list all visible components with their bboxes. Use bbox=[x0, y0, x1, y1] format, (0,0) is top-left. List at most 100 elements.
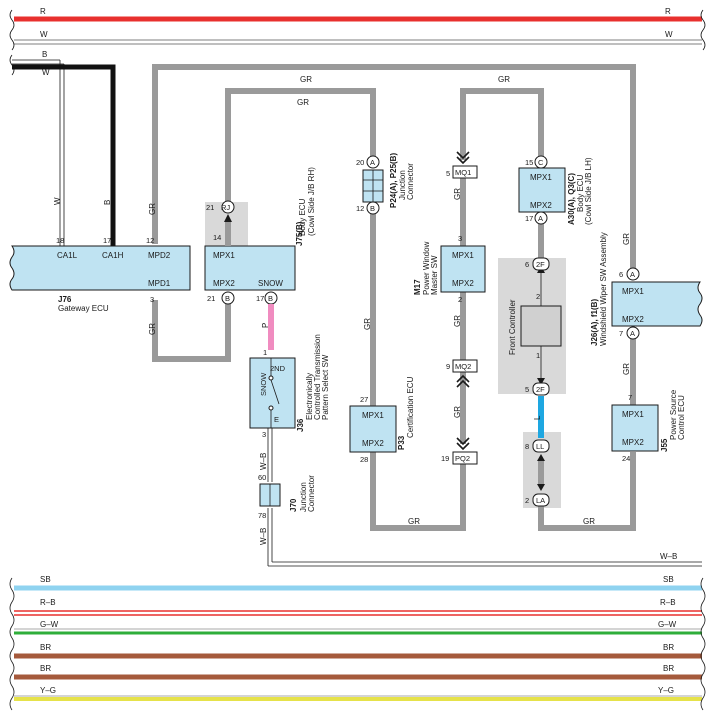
svg-text:GR: GR bbox=[453, 188, 462, 200]
svg-text:J75(B): J75(B) bbox=[295, 221, 304, 246]
svg-text:6: 6 bbox=[525, 260, 529, 269]
svg-text:J36: J36 bbox=[296, 418, 305, 432]
bus-wire-label: W bbox=[40, 30, 48, 39]
svg-text:B: B bbox=[370, 204, 375, 213]
bus-wire-label: BR bbox=[40, 643, 51, 652]
svg-text:27: 27 bbox=[360, 395, 368, 404]
svg-text:E: E bbox=[274, 415, 279, 424]
bus-wire-yg: Y–G Y–G bbox=[14, 686, 702, 701]
junction-connector-p24: A 20 B 12 P24(A), P25(B) Junction Connec… bbox=[356, 153, 415, 215]
svg-text:GR: GR bbox=[583, 517, 595, 526]
j75-mpx2: MPX2 bbox=[213, 279, 235, 288]
svg-text:J55: J55 bbox=[660, 438, 669, 452]
wb-wire: W–B W–B W–B bbox=[259, 428, 702, 567]
svg-text:Pattern Select SW: Pattern Select SW bbox=[321, 354, 330, 420]
svg-text:Windshield Wiper SW Assembly: Windshield Wiper SW Assembly bbox=[599, 232, 608, 346]
svg-text:W–B: W–B bbox=[660, 552, 677, 561]
j75-box bbox=[204, 245, 296, 291]
body-ecu-j75: RJ 21 14 MPX1 MPX2 SNOW B 21 B 17 J75(B)… bbox=[204, 167, 316, 305]
svg-text:GR: GR bbox=[300, 75, 312, 84]
svg-text:2: 2 bbox=[525, 496, 529, 505]
svg-text:B: B bbox=[268, 294, 273, 303]
svg-text:GR: GR bbox=[498, 75, 510, 84]
svg-text:GR: GR bbox=[622, 233, 631, 245]
svg-text:21: 21 bbox=[207, 294, 215, 303]
svg-text:14: 14 bbox=[213, 233, 221, 242]
bus-wire-br1: BR BR bbox=[14, 643, 702, 659]
svg-text:MPX2: MPX2 bbox=[362, 439, 384, 448]
svg-text:1: 1 bbox=[263, 348, 267, 357]
svg-text:Control ECU: Control ECU bbox=[677, 395, 686, 440]
bus-wire-label: BR bbox=[663, 643, 674, 652]
svg-text:SNOW: SNOW bbox=[259, 372, 268, 396]
gr-wire-network bbox=[152, 64, 636, 531]
svg-text:J70: J70 bbox=[289, 498, 298, 512]
svg-text:GR: GR bbox=[408, 517, 420, 526]
windshield-wiper-sw-j26: A 6 MPX1 MPX2 A 7 J26(A), f1(B) Windshie… bbox=[590, 232, 703, 346]
bus-wire-label: G–W bbox=[40, 620, 59, 629]
svg-text:7: 7 bbox=[619, 329, 623, 338]
svg-text:Connector: Connector bbox=[406, 163, 415, 200]
break-marks bbox=[9, 9, 706, 711]
front-controller: 2F 6 2 1 2F 5 Front Controller bbox=[508, 257, 562, 396]
svg-text:RJ: RJ bbox=[221, 203, 230, 212]
svg-text:28: 28 bbox=[360, 455, 368, 464]
svg-text:MPX2: MPX2 bbox=[622, 315, 644, 324]
bus-wire-br2: BR BR bbox=[14, 664, 702, 680]
svg-text:3: 3 bbox=[262, 430, 266, 439]
power-window-master-sw-m17: 5 MQ1 3 MPX1 MPX2 2 M17 Power Window Mas… bbox=[413, 151, 486, 465]
junction-connector-j70: 60 78 J70 Junction Connector bbox=[258, 473, 316, 520]
j76-mpd2: MPD2 bbox=[148, 251, 171, 260]
bus-wire-label: R–B bbox=[660, 598, 676, 607]
svg-text:Front Controller: Front Controller bbox=[508, 299, 517, 355]
bus-wire-label: BR bbox=[663, 664, 674, 673]
j76-box bbox=[9, 245, 191, 291]
bus-wire-label: R bbox=[665, 7, 671, 16]
bus-wire-label: R–B bbox=[40, 598, 56, 607]
bus-wire-w: W W bbox=[14, 30, 702, 45]
svg-text:2ND: 2ND bbox=[270, 364, 286, 373]
svg-text:19: 19 bbox=[441, 454, 449, 463]
j75-snow: SNOW bbox=[258, 279, 283, 288]
bus-wire-label: R bbox=[40, 7, 46, 16]
svg-text:MQ2: MQ2 bbox=[455, 362, 471, 371]
ll-la-connectors: LL 8 LA 2 bbox=[525, 439, 550, 507]
svg-text:Certification ECU: Certification ECU bbox=[406, 376, 415, 438]
svg-text:MPX2: MPX2 bbox=[530, 201, 552, 210]
svg-text:Body ECU: Body ECU bbox=[298, 198, 307, 236]
bus-wire-label: W bbox=[665, 30, 673, 39]
svg-text:2F: 2F bbox=[536, 260, 545, 269]
svg-text:6: 6 bbox=[619, 270, 623, 279]
svg-text:(Cowl Side J/B RH): (Cowl Side J/B RH) bbox=[307, 167, 316, 236]
j76-code: J76 bbox=[58, 295, 72, 304]
svg-text:LL: LL bbox=[536, 442, 544, 451]
svg-text:Power Window: Power Window bbox=[422, 241, 431, 295]
gateway-ecu-j76: B W W B 18 17 12 3 CA1L CA1H MPD2 MPD1 J… bbox=[9, 50, 191, 313]
svg-text:MPX1: MPX1 bbox=[362, 411, 384, 420]
svg-text:5: 5 bbox=[446, 169, 450, 178]
svg-text:GR: GR bbox=[148, 323, 157, 335]
svg-text:MPX1: MPX1 bbox=[622, 287, 644, 296]
j76-mpd1: MPD1 bbox=[148, 279, 171, 288]
svg-text:MPX1: MPX1 bbox=[452, 251, 474, 260]
svg-text:7: 7 bbox=[628, 393, 632, 402]
bus-wire-label: Y–G bbox=[658, 686, 674, 695]
svg-text:Power Source: Power Source bbox=[669, 389, 678, 440]
svg-text:B: B bbox=[225, 294, 230, 303]
svg-text:MPX1: MPX1 bbox=[530, 173, 552, 182]
svg-text:GR: GR bbox=[297, 98, 309, 107]
svg-text:Electronically: Electronically bbox=[305, 373, 314, 420]
j75-connector-rj bbox=[221, 200, 235, 214]
svg-text:Body ECU: Body ECU bbox=[576, 174, 585, 212]
svg-text:GR: GR bbox=[453, 406, 462, 418]
svg-text:Controlled Transmission: Controlled Transmission bbox=[313, 334, 322, 420]
svg-text:GR: GR bbox=[363, 318, 372, 330]
svg-text:2: 2 bbox=[536, 292, 540, 301]
svg-text:MPX2: MPX2 bbox=[622, 438, 644, 447]
svg-text:LA: LA bbox=[536, 496, 545, 505]
svg-text:A: A bbox=[538, 214, 543, 223]
gr-labels: GR GR GR GR GR GR GR GR GR GR GR GR GR bbox=[148, 75, 631, 526]
svg-text:W–B: W–B bbox=[259, 453, 268, 470]
svg-text:21: 21 bbox=[206, 203, 214, 212]
